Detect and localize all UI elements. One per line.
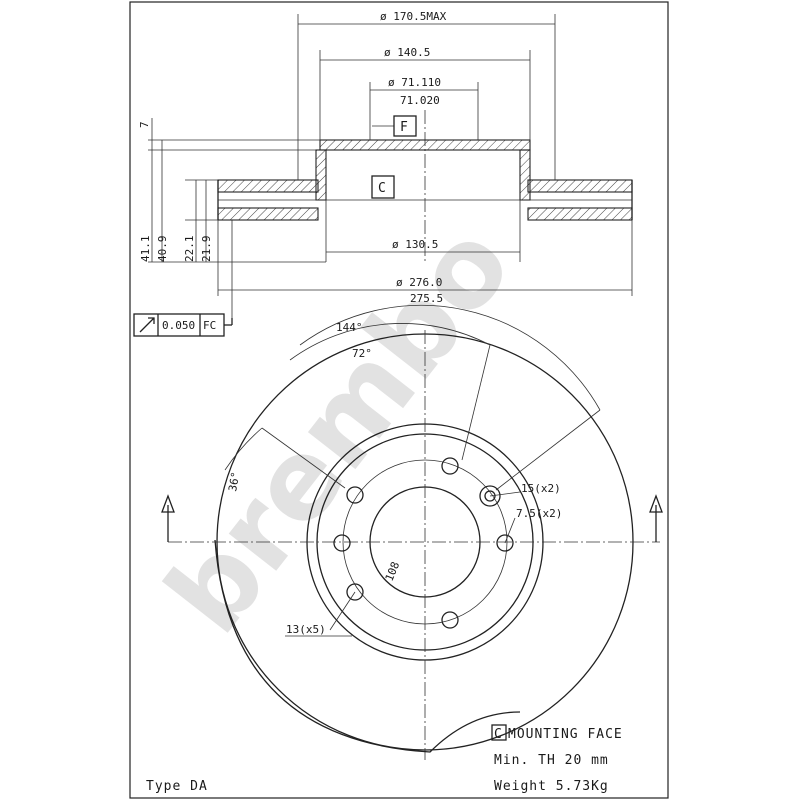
- dim-h40: 40.9: [156, 236, 169, 263]
- hole-13-label: 13(x5): [286, 623, 326, 636]
- weight: Weight 5.73Kg: [494, 779, 609, 794]
- mounting-face-box: [491, 724, 507, 741]
- mounting-face-label: MOUNTING FACE: [508, 727, 623, 742]
- brand-watermark: brembo: [142, 202, 536, 656]
- hole-15-label: 15(x2): [521, 482, 561, 495]
- tolerance-ref: FC: [203, 319, 216, 332]
- datum-f-label: F: [400, 120, 409, 135]
- datum-f-box: [393, 115, 417, 137]
- drawing-frame: [129, 1, 669, 799]
- dim-h22: 22.1: [183, 236, 196, 263]
- tolerance-value: 0.050: [162, 319, 195, 332]
- dim-h7: 7: [138, 121, 151, 128]
- mounting-face-c: C: [494, 727, 503, 742]
- dim-d71-upper: ø 71.110: [388, 76, 441, 89]
- angle-36: 36°: [226, 471, 242, 493]
- runout-arrow-icon: [139, 317, 155, 333]
- hole-7-5-label: 7.5(x2): [516, 507, 562, 520]
- dim-d275: 275.5: [410, 292, 443, 305]
- dim-d170-max: ø 170.5MAX: [380, 10, 447, 23]
- dim-h21: 21.9: [200, 236, 213, 263]
- front-view: 144° 72° 36° 15(x2) 7.5(x2) 13(x5) 108: [161, 304, 663, 760]
- notes-block: C MOUNTING FACE Min. TH 20 mm Weight 5.7…: [491, 724, 623, 794]
- min-thickness: Min. TH 20 mm: [494, 753, 609, 768]
- dim-d71-lower: 71.020: [400, 94, 440, 107]
- dim-d276: ø 276.0: [396, 276, 442, 289]
- angle-72: 72°: [352, 347, 372, 360]
- dim-d140: ø 140.5: [384, 46, 430, 59]
- dim-d130: ø 130.5: [392, 238, 438, 251]
- type-label: Type DA: [146, 779, 208, 794]
- pcd-label: 108: [383, 560, 402, 583]
- datum-c-box: [371, 175, 395, 199]
- runout-tolerance-frame: 0.050 FC: [133, 313, 233, 337]
- dim-h41: 41.1: [139, 236, 152, 263]
- datum-c-label: C: [378, 181, 387, 196]
- angle-144: 144°: [336, 321, 363, 334]
- section-view: F C ø 170.5MAX ø 140.5 ø 71.110 71.020 ø…: [138, 10, 633, 318]
